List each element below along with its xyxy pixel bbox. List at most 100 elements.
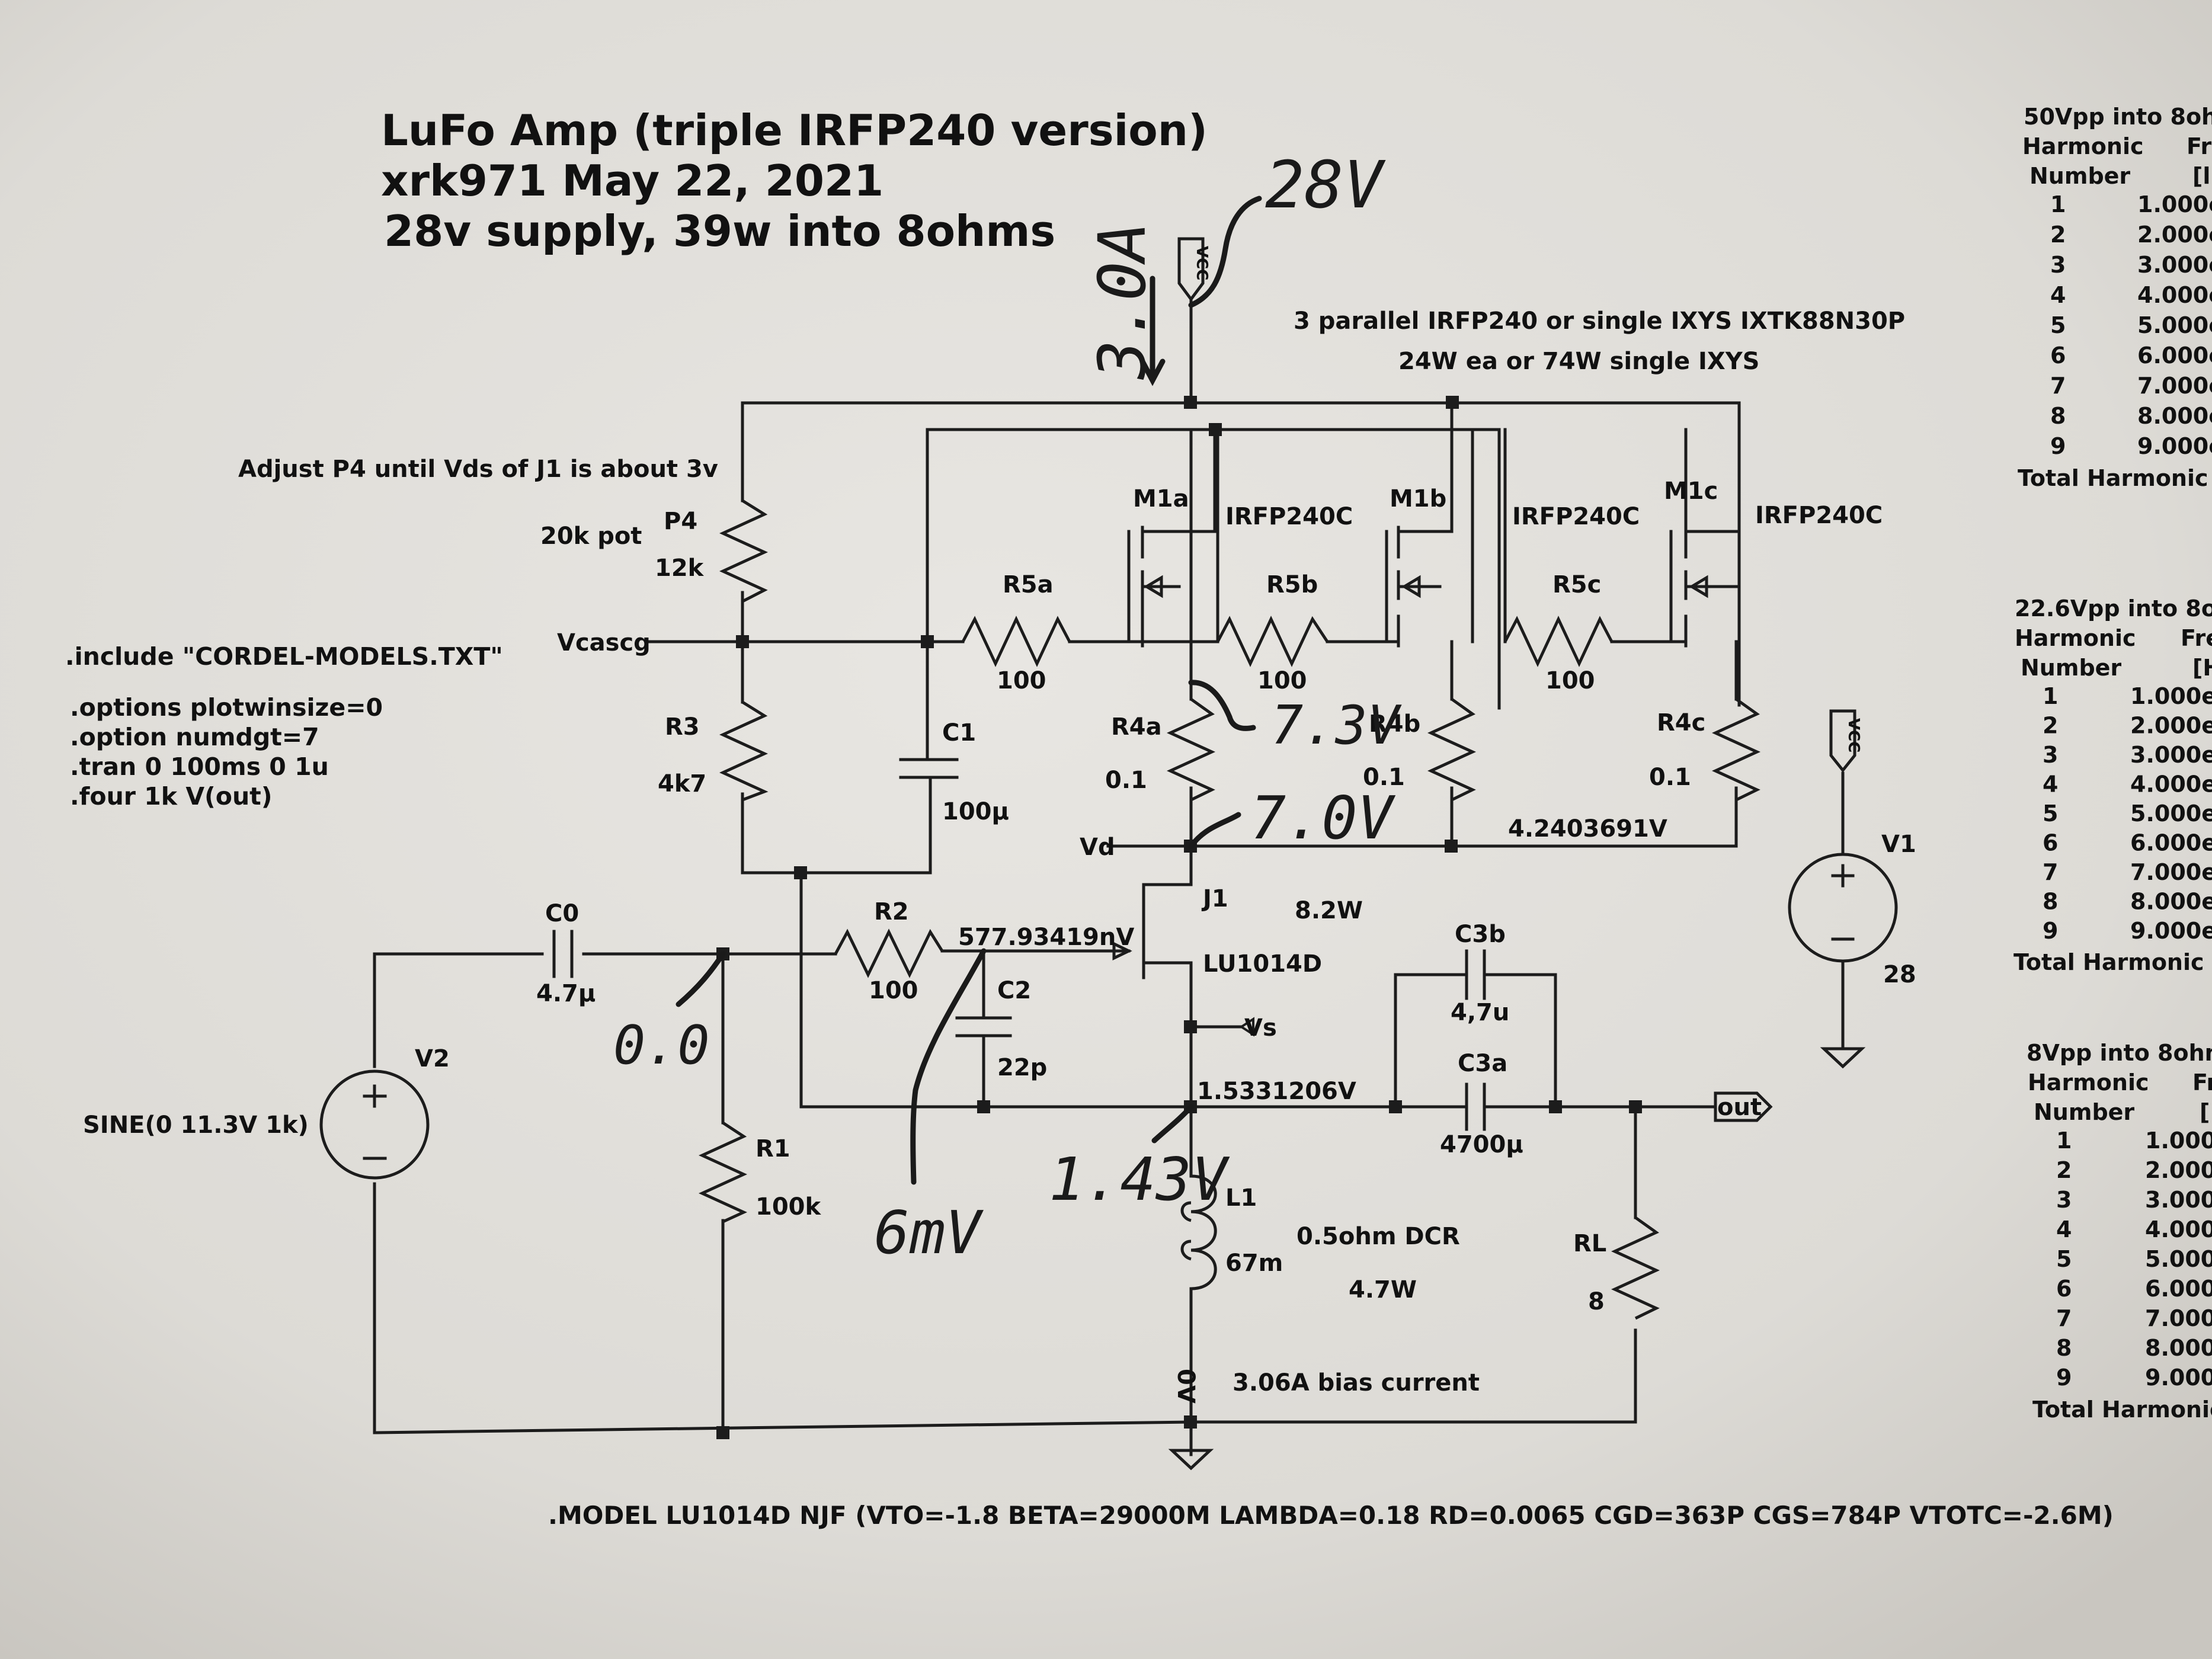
table2-harmonic-number: 8: [2043, 889, 2058, 915]
table1-harmonic-number: 6: [2050, 342, 2066, 369]
r2-resistor: R2 100: [834, 898, 944, 1004]
table1-total: Total Harmonic D: [2018, 465, 2212, 491]
r5a-resistor: R5a 100: [961, 571, 1071, 694]
c3b-value: 4,7u: [1451, 999, 1509, 1026]
source-net-voltage: 1.5331206V: [1197, 1078, 1356, 1105]
m1c-mosfet: M1c IRFP240C: [1664, 478, 1883, 648]
note-parallel-1: 3 parallel IRFP240 or single IXYS IXTK88…: [1294, 308, 1905, 335]
v1-label: V1: [1881, 831, 1916, 858]
net-label-0v: 0V: [1172, 1369, 1199, 1404]
r5c-value: 100: [1545, 667, 1595, 694]
table2-harmonic-number: 3: [2043, 742, 2058, 768]
table1-harmonic-number: 1: [2050, 191, 2066, 217]
table2-col2: Fre: [2181, 625, 2212, 651]
r3-value: 4k7: [658, 770, 706, 798]
table3-harmonic-number: 3: [2056, 1187, 2072, 1213]
v2-sine-source: V2 SINE(0 11.3V 1k): [83, 1045, 450, 1180]
table3-frequency-value: 5.000: [2145, 1246, 2212, 1272]
table1-col1: Harmonic: [2022, 133, 2144, 159]
table3-harmonic-number: 1: [2056, 1128, 2072, 1154]
hand-7-3v: 7.3V: [1271, 694, 1403, 757]
table2-harmonic-number: 5: [2043, 800, 2058, 827]
table3-harmonic-number: 7: [2056, 1305, 2072, 1331]
table1-col2: Fr: [2187, 133, 2212, 159]
r4b-label: R4b: [1369, 710, 1420, 738]
j1-type: LU1014D: [1203, 950, 1322, 978]
table3-frequency-value: 4.000: [2145, 1216, 2212, 1242]
table1-harmonic-number: 4: [2050, 282, 2066, 308]
l1-label: L1: [1225, 1184, 1257, 1212]
rl-resistor: RL 8: [1573, 1216, 1660, 1320]
table3-total: Total Harmonic: [2032, 1397, 2212, 1423]
table3-frequency-value: 8.000: [2145, 1335, 2212, 1361]
vcc-flag-v1-label: VCC: [1845, 718, 1862, 752]
r4a-resistor: R4a 0.1: [1105, 697, 1216, 802]
hand-28v: 28V: [1265, 147, 1386, 223]
table3-harmonic-number: 8: [2056, 1335, 2072, 1361]
j1-label: J1: [1201, 885, 1228, 912]
spice-directives: .include "CORDEL-MODELS.TXT" .options pl…: [65, 642, 2114, 1530]
table1-frequency-value: 1.000e: [2137, 191, 2212, 217]
table3-harmonic-number: 9: [2056, 1365, 2072, 1391]
table3-frequency-value: 1.000: [2145, 1128, 2212, 1154]
hand-6mv: 6mV: [874, 1198, 984, 1267]
fourier-table-22vpp: 22.6Vpp into 8oh Harmonic Fre Number [H …: [2013, 595, 2212, 975]
r2-value: 100: [869, 977, 918, 1004]
ground-symbol-main: [1168, 1449, 1214, 1471]
m1c-label: M1c: [1664, 478, 1718, 505]
table1-frequency-value: 4.000e: [2137, 282, 2212, 308]
table3-frequency-value: 6.000: [2145, 1276, 2212, 1302]
l1-value: 67m: [1225, 1250, 1283, 1277]
table2-total: Total Harmonic D: [2013, 949, 2212, 975]
v1-supply: V1 28: [1788, 831, 1916, 988]
m1c-type: IRFP240C: [1755, 502, 1883, 529]
c3b-capacitor: C3b 4,7u: [1451, 921, 1509, 1026]
table3-col1: Harmonic: [2028, 1069, 2149, 1096]
table1-frequency-value: 2.000e: [2137, 222, 2212, 248]
table1-col2b: [l: [2192, 163, 2210, 189]
table3-harmonic-number: 4: [2056, 1216, 2072, 1242]
directive-model: .MODEL LU1014D NJF (VTO=-1.8 BETA=29000M…: [548, 1501, 2114, 1530]
title-block: LuFo Amp (triple IRFP240 version) xrk971…: [381, 105, 1208, 256]
r2-label: R2: [874, 898, 909, 925]
v2-label: V2: [415, 1045, 450, 1072]
table1-frequency-value: 7.000e: [2137, 373, 2212, 399]
table3-col1b: Number: [2034, 1099, 2134, 1125]
table1-frequency-value: 6.000e: [2137, 342, 2212, 369]
table2-frequency-value: 8.000e: [2130, 889, 2212, 915]
r4b-value: 0.1: [1363, 764, 1405, 791]
c0-label: C0: [545, 900, 579, 927]
ground-symbol-v1: [1820, 1047, 1866, 1069]
table2-frequency-value: 6.000e: [2130, 830, 2212, 856]
r5b-resistor: R5b 100: [1216, 571, 1329, 694]
table2-frequency-value: 5.000e: [2130, 800, 2212, 827]
p4-label: P4: [664, 508, 697, 535]
j1-jfet: J1 LU1014D: [1112, 885, 1322, 978]
r3-label: R3: [665, 713, 700, 741]
table1-harmonic-number: 5: [2050, 312, 2066, 338]
table2-frequency-value: 1.000e: [2130, 683, 2212, 709]
r1-resistor: R1 100k: [698, 1121, 821, 1224]
c1-capacitor: C1 100µ: [899, 719, 1009, 825]
table2-harmonic-number: 4: [2043, 771, 2058, 798]
table1-harmonic-number: 3: [2050, 252, 2066, 278]
hand-1-43v: 1.43V: [1049, 1145, 1230, 1214]
note-adjust-p4: Adjust P4 until Vds of J1 is about 3v: [238, 456, 718, 483]
table2-harmonic-number: 9: [2043, 918, 2058, 944]
table1-frequency-value: 5.000e: [2137, 312, 2212, 338]
note-l1-dcr: 0.5ohm DCR: [1297, 1223, 1460, 1250]
table1-harmonic-number: 9: [2050, 433, 2066, 459]
c2-value: 22p: [997, 1054, 1047, 1081]
r4c-value: 0.1: [1649, 764, 1691, 791]
r4a-value: 0.1: [1105, 767, 1147, 794]
hand-3a: 3.0A: [1084, 222, 1160, 380]
note-bias-current: 3.06A bias current: [1233, 1369, 1480, 1397]
r3-resistor: R3 4k7: [658, 700, 769, 802]
table2-frequency-value: 3.000e: [2130, 742, 2212, 768]
vcc-flag-top: VCC: [1177, 237, 1211, 310]
table2-col2b: [H: [2192, 655, 2212, 681]
gate-voltage-readout: 577.93419nV: [958, 924, 1134, 951]
